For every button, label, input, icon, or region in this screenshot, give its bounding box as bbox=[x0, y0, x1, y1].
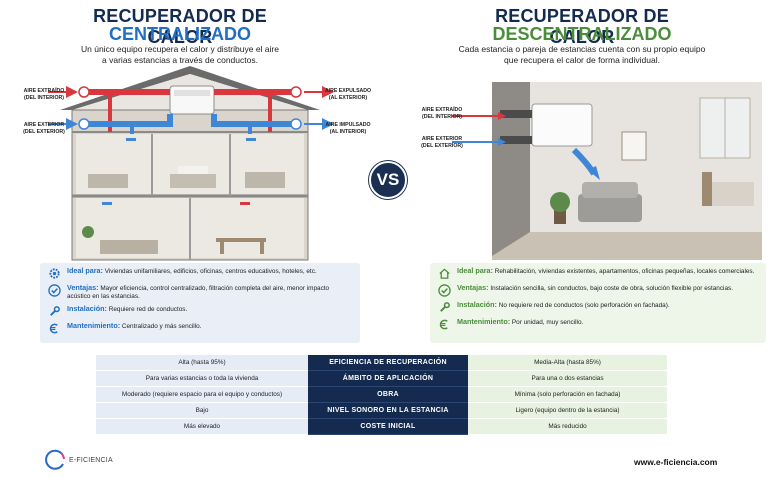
label-aire-impulsado: AIRE IMPULSADO(AL INTERIOR) bbox=[325, 122, 371, 135]
table-cell-centralized: Más elevado bbox=[96, 419, 308, 435]
right-subtitle-line2: que recupera el calor de forma individua… bbox=[504, 55, 660, 65]
left-info-box: Ideal para: Viviendas unifamiliares, edi… bbox=[40, 263, 360, 343]
check-circle-icon bbox=[48, 284, 61, 297]
left-info-ideal-text: Viviendas unifamiliares, edificios, ofic… bbox=[104, 268, 317, 275]
right-info-ventajas: Ventajas: Instalación sencilla, sin cond… bbox=[438, 284, 758, 297]
label-aire-extraido-right: AIRE EXTRAÍDO(DEL INTERIOR) bbox=[421, 107, 463, 120]
euro-icon bbox=[48, 322, 61, 335]
brand-logo: E-FICIENCIA bbox=[44, 449, 113, 471]
centralized-house-illustration bbox=[48, 66, 334, 261]
gear-icon bbox=[48, 267, 61, 280]
table-row: Para varias estancias o toda la vivienda… bbox=[96, 371, 667, 387]
right-title-accent: DESCENTRALIZADO bbox=[492, 24, 672, 44]
left-info-instalacion-text: Requiere red de conductos. bbox=[108, 306, 188, 313]
vs-badge: VS bbox=[369, 161, 407, 199]
left-info-instalacion: Instalación: Requiere red de conductos. bbox=[48, 305, 352, 318]
right-info-mantenimiento-text: Por unidad, muy sencillo. bbox=[511, 319, 584, 326]
table-cell-centralized: Alta (hasta 95%) bbox=[96, 355, 308, 371]
table-cell-criterion: NIVEL SONORO EN LA ESTANCIA bbox=[308, 403, 468, 419]
right-subtitle-line1: Cada estancia o pareja de estancias cuen… bbox=[458, 44, 706, 54]
table-cell-decentralized: Más reducido bbox=[468, 419, 667, 435]
footer-url[interactable]: www.e-ficiencia.com bbox=[634, 457, 718, 467]
wrench-icon bbox=[48, 305, 61, 318]
table-cell-decentralized: Media-Alta (hasta 85%) bbox=[468, 355, 667, 371]
left-subtitle-line2: a varias estancias a través de conductos… bbox=[102, 55, 258, 65]
table-row: Bajo NIVEL SONORO EN LA ESTANCIA Ligero … bbox=[96, 403, 667, 419]
left-info-mantenimiento-text: Centralizado y más sencillo. bbox=[121, 323, 202, 330]
right-info-instalacion: Instalación: No requiere red de conducto… bbox=[438, 301, 758, 314]
table-row: Más elevado COSTE INICIAL Más reducido bbox=[96, 419, 667, 435]
euro-icon bbox=[438, 318, 451, 331]
check-circle-icon bbox=[438, 284, 451, 297]
right-info-mantenimiento-key: Mantenimiento: bbox=[457, 317, 511, 326]
label-aire-extraido-left: AIRE EXTRAÍDO(DEL INTERIOR) bbox=[23, 88, 65, 101]
left-info-ventajas-key: Ventajas: bbox=[67, 283, 99, 292]
left-info-mantenimiento-key: Mantenimiento: bbox=[67, 321, 121, 330]
brand-logo-icon bbox=[45, 449, 65, 470]
brand-logo-text: E-FICIENCIA bbox=[69, 456, 113, 464]
left-info-instalacion-key: Instalación: bbox=[67, 304, 107, 313]
left-info-ventajas-text: Mayor eficiencia, control centralizado, … bbox=[67, 285, 330, 300]
table-row: Alta (hasta 95%) EFICIENCIA DE RECUPERAC… bbox=[96, 355, 667, 371]
table-cell-decentralized: Mínima (solo perforación en fachada) bbox=[468, 387, 667, 403]
left-info-ideal: Ideal para: Viviendas unifamiliares, edi… bbox=[48, 267, 352, 280]
table-cell-criterion: OBRA bbox=[308, 387, 468, 403]
right-info-ventajas-key: Ventajas: bbox=[457, 283, 489, 292]
left-info-ideal-key: Ideal para: bbox=[67, 266, 103, 275]
decentralized-air-arrows bbox=[452, 112, 506, 146]
table-cell-centralized: Moderado (requiere espacio para el equip… bbox=[96, 387, 308, 403]
right-info-ventajas-text: Instalación sencilla, sin conductos, baj… bbox=[490, 285, 733, 292]
label-aire-exterior-left: AIRE EXTERIOR(DEL EXTERIOR) bbox=[23, 122, 65, 135]
label-aire-expulsado: AIRE EXPULSADO(AL EXTERIOR) bbox=[324, 88, 372, 101]
label-aire-exterior-right: AIRE EXTERIOR(DEL EXTERIOR) bbox=[421, 136, 463, 149]
wrench-icon bbox=[438, 301, 451, 314]
table-cell-criterion: COSTE INICIAL bbox=[308, 419, 468, 435]
table-cell-decentralized: Para una o dos estancias bbox=[468, 371, 667, 387]
table-cell-criterion: ÁMBITO DE APLICACIÓN bbox=[308, 371, 468, 387]
right-info-ideal-text: Rehabilitación, viviendas existentes, ap… bbox=[494, 268, 755, 275]
table-cell-criterion: EFICIENCIA DE RECUPERACIÓN bbox=[308, 355, 468, 371]
decentralized-room-illustration bbox=[492, 82, 762, 260]
right-info-mantenimiento: Mantenimiento: Por unidad, muy sencillo. bbox=[438, 318, 758, 331]
table-row: Moderado (requiere espacio para el equip… bbox=[96, 387, 667, 403]
right-info-instalacion-key: Instalación: bbox=[457, 300, 497, 309]
right-info-instalacion-text: No requiere red de conductos (solo perfo… bbox=[498, 302, 670, 309]
right-info-ideal-key: Ideal para: bbox=[457, 266, 493, 275]
table-cell-centralized: Para varias estancias o toda la vivienda bbox=[96, 371, 308, 387]
right-title: RECUPERADOR DE CALOR bbox=[495, 6, 669, 47]
house-icon bbox=[438, 267, 451, 280]
left-info-ventajas: Ventajas: Mayor eficiencia, control cent… bbox=[48, 284, 352, 301]
left-title: RECUPERADOR DE CALOR bbox=[93, 6, 267, 47]
table-cell-decentralized: Ligero (equipo dentro de la estancia) bbox=[468, 403, 667, 419]
right-info-ideal: Ideal para: Rehabilitación, viviendas ex… bbox=[438, 267, 758, 280]
left-info-mantenimiento: Mantenimiento: Centralizado y más sencil… bbox=[48, 322, 352, 335]
left-title-accent: CENTRALIZADO bbox=[109, 24, 251, 44]
right-info-box: Ideal para: Rehabilitación, viviendas ex… bbox=[430, 263, 766, 343]
left-subtitle-line1: Un único equipo recupera el calor y dist… bbox=[81, 44, 279, 54]
table-cell-centralized: Bajo bbox=[96, 403, 308, 419]
